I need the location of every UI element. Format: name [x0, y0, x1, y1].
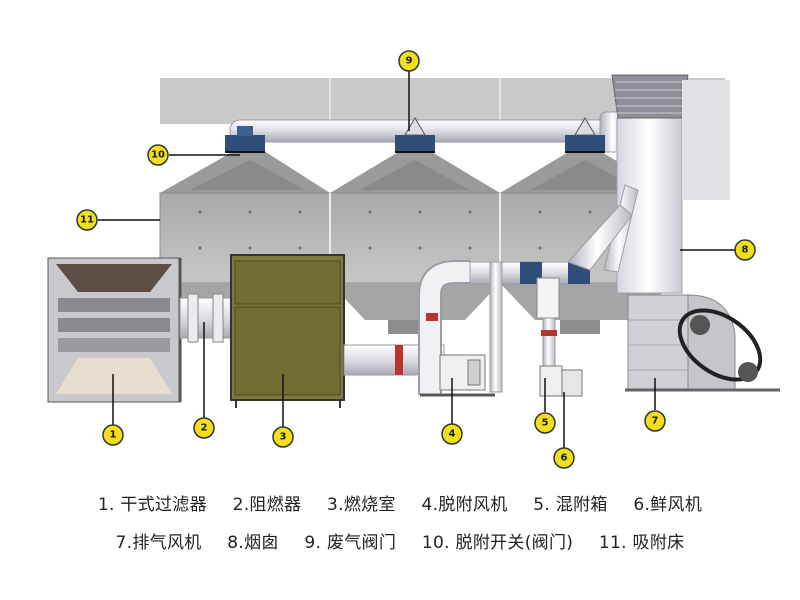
svg-text:8: 8: [742, 245, 749, 256]
callout-6: 6: [553, 447, 575, 469]
callout-2: 2: [193, 417, 215, 439]
legend-row-2: 7.排气风机 8.烟囱 9. 废气阀门 10. 脱附开关(阀门) 11. 吸附床: [0, 528, 800, 553]
legend-item: 1. 干式过滤器: [97, 495, 207, 515]
legend-item: 3.燃烧室: [327, 495, 396, 515]
svg-text:7: 7: [652, 416, 659, 427]
svg-text:6: 6: [561, 453, 568, 464]
combustion-chamber: [230, 254, 345, 408]
desorption-valve-pipe: [469, 204, 633, 397]
svg-text:3: 3: [280, 432, 287, 443]
flame-arrester: [179, 293, 236, 343]
callout-4: 4: [441, 423, 463, 445]
legend-row-1: 1. 干式过滤器 2.阻燃器 3.燃烧室 4.脱附风机 5. 混附箱 6.鲜风机: [0, 490, 800, 515]
svg-text:9: 9: [406, 56, 413, 67]
svg-text:1: 1: [110, 430, 117, 441]
legend-item: 10. 脱附开关(阀门): [421, 533, 574, 553]
legend-item: 4.脱附风机: [421, 495, 508, 515]
callout-5: 5: [534, 412, 556, 434]
legend-item: 11. 吸附床: [598, 533, 685, 553]
callout-1: 1: [102, 424, 124, 446]
legend-item: 6.鲜风机: [633, 495, 703, 515]
valve-icon: [225, 117, 605, 153]
callout-3: 3: [272, 426, 294, 448]
chimney: [603, 74, 730, 294]
legend-item: 9. 废气阀门: [304, 533, 397, 553]
callout-7: 7: [644, 410, 666, 432]
legend-item: 5. 混附箱: [533, 495, 608, 515]
svg-text:10: 10: [151, 150, 165, 161]
svg-text:4: 4: [449, 429, 456, 440]
svg-text:5: 5: [542, 418, 549, 429]
dry-filter: [47, 257, 182, 403]
exhaust-fan: [625, 294, 780, 392]
legend-item: 2.阻燃器: [232, 495, 302, 515]
callout-10: 10: [147, 144, 169, 166]
svg-text:11: 11: [80, 215, 94, 226]
leader-lines: [98, 71, 735, 448]
desorption-fan: [343, 260, 495, 397]
legend-item: 7.排气风机: [115, 533, 202, 553]
svg-text:2: 2: [201, 423, 208, 434]
callout-11: 11: [76, 209, 98, 231]
legend-item: 8.烟囱: [227, 533, 279, 553]
callout-9: 9: [398, 50, 420, 72]
callout-8: 8: [734, 239, 756, 261]
